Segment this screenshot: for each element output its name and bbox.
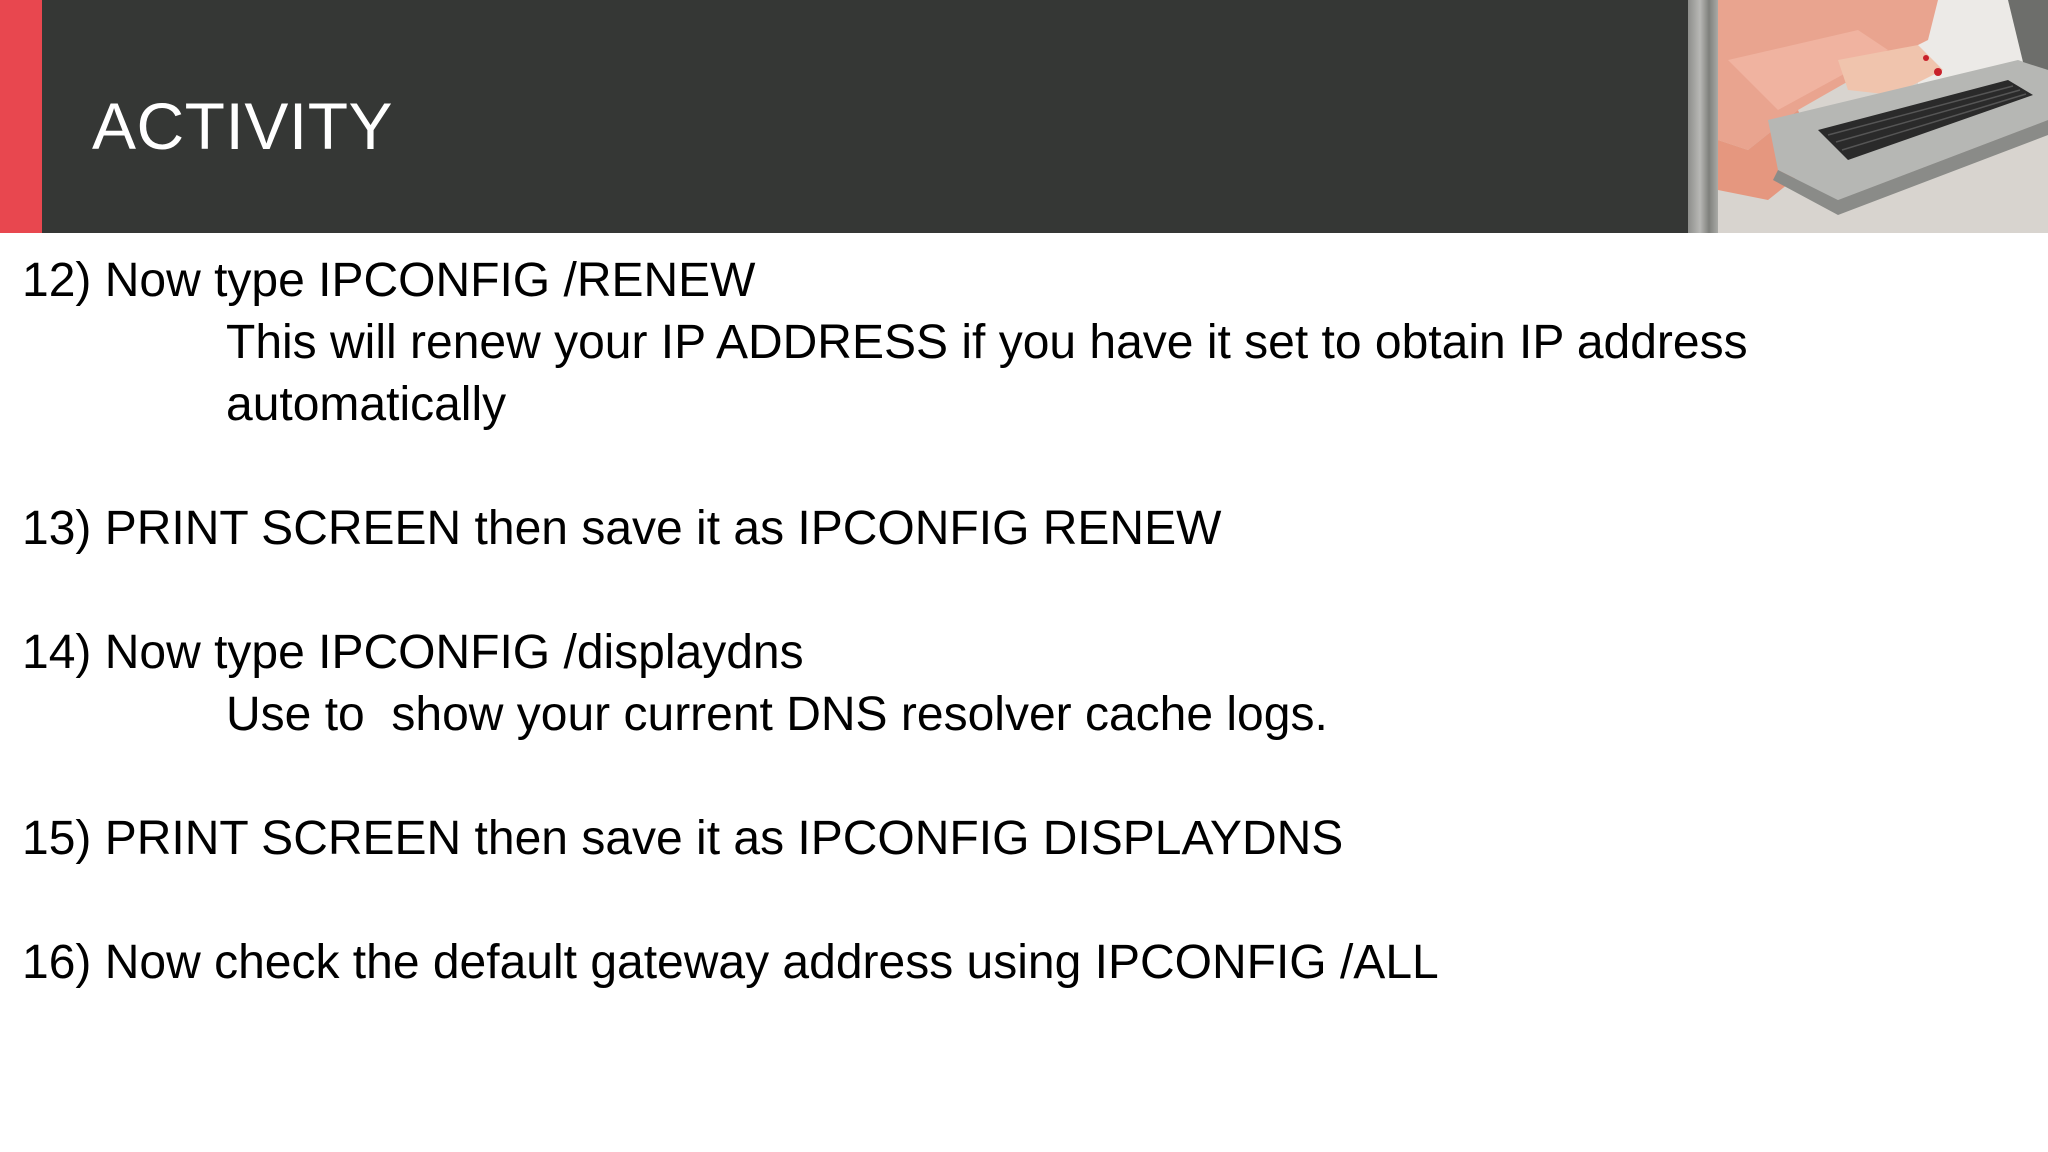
step-12-detail-line-2: automatically: [226, 378, 507, 431]
spacer: [22, 746, 2022, 808]
spacer: [22, 436, 2022, 498]
slide-title: ACTIVITY: [92, 89, 394, 163]
step-14-detail-line-1: Use to show your current DNS resolver ca…: [226, 688, 1328, 741]
step-14-heading: 14) Now type IPCONFIG /displaydns: [22, 626, 804, 679]
accent-stripe: [0, 0, 42, 233]
step-13-heading: 13) PRINT SCREEN then save it as IPCONFI…: [22, 502, 1222, 555]
step-12-heading: 12) Now type IPCONFIG /RENEW: [22, 254, 756, 307]
spacer: [22, 870, 2022, 932]
step-12-detail-line-1: This will renew your IP ADDRESS if you h…: [226, 316, 1748, 369]
photo-frame-divider: [1688, 0, 1718, 233]
step-16-heading: 16) Now check the default gateway addres…: [22, 936, 1439, 989]
spacer: [22, 560, 2022, 622]
slide-body: 12) Now type IPCONFIG /RENEW This will r…: [22, 250, 2022, 994]
step-15-heading: 15) PRINT SCREEN then save it as IPCONFI…: [22, 812, 1344, 865]
photo-woman-typing-laptop-icon: [1688, 0, 2048, 233]
